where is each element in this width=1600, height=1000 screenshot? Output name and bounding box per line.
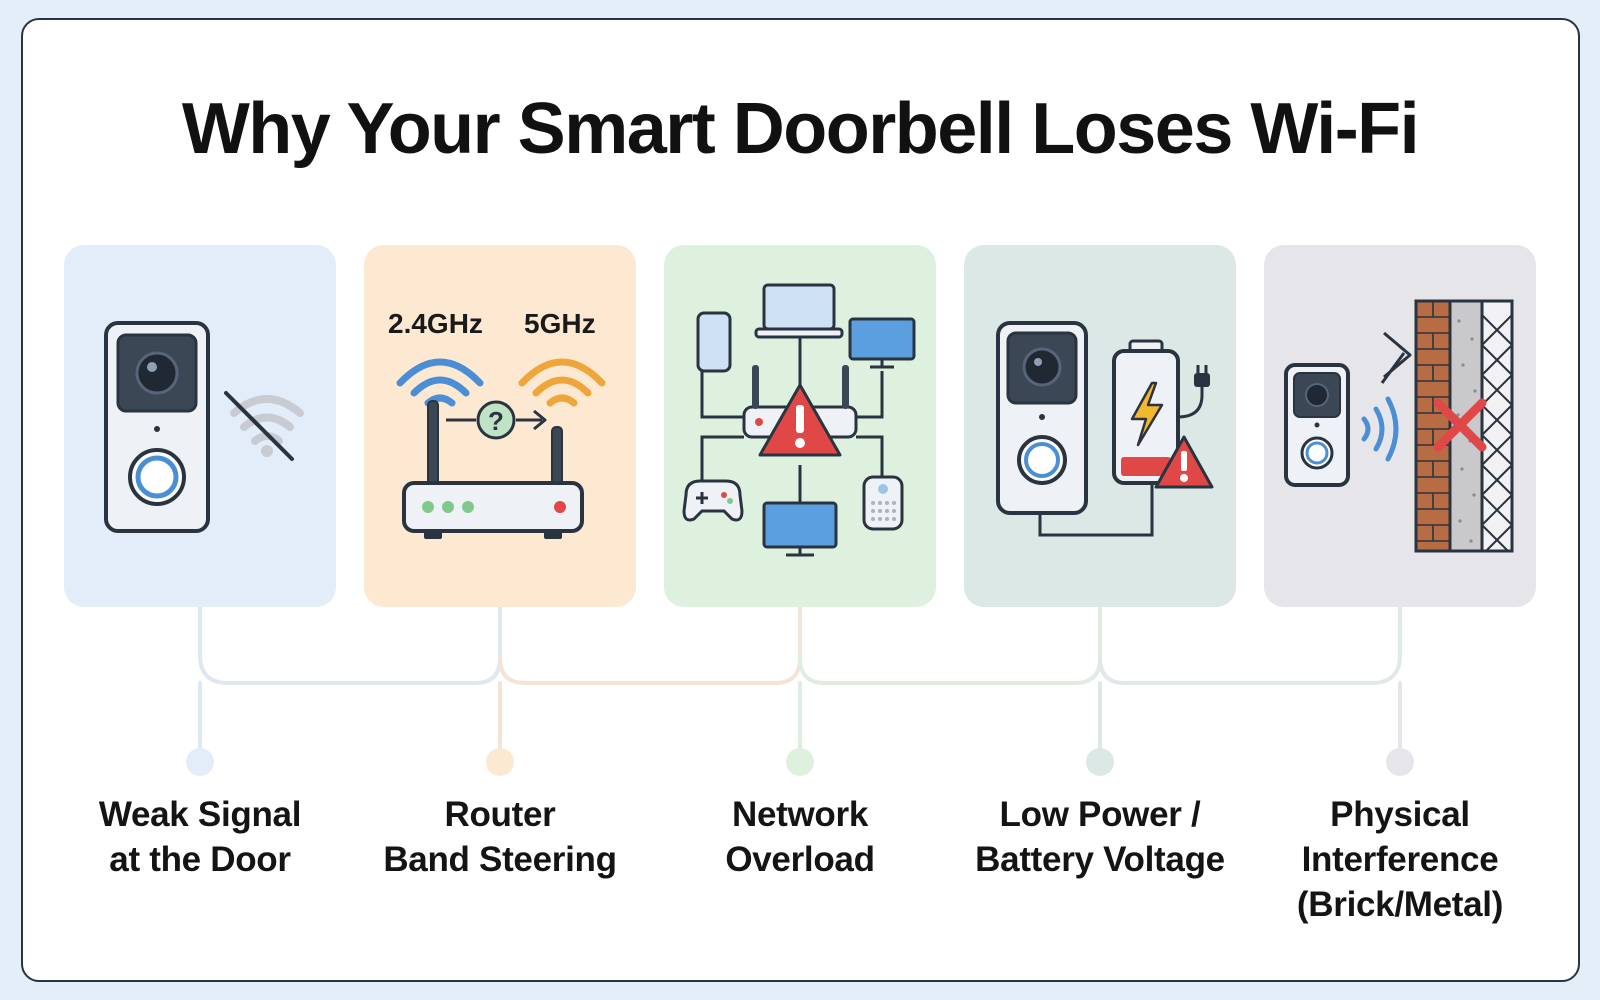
overloaded-network-icon [682,283,916,557]
node-dot-4 [1086,748,1114,776]
block-x-icon [1433,398,1487,452]
node-dot-1 [186,748,214,776]
svg-text:?: ? [488,406,504,436]
smart-speaker-icon [862,475,904,531]
label-weak-signal: Weak Signal at the Door [98,795,302,879]
node-dot-3 [786,748,814,776]
gamepad-icon [682,479,744,522]
tv-icon [762,501,838,549]
doorbell-weak-wifi-icon [104,321,304,533]
label-band-steering: Router Band Steering [383,795,617,879]
signal-waves-icon [1361,396,1399,462]
question-icon [476,400,516,440]
monitor-icon [848,317,916,361]
laptop-icon [762,283,836,331]
page-title: Why Your Smart Doorbell Loses Wi-Fi [181,89,1420,169]
panel-low-power [964,245,1236,607]
panel-band-steering: 2.4GHz 5GHz ? [364,245,636,607]
lightning-icon [1130,381,1164,447]
blocked-wall-icon [1284,299,1514,553]
panel-weak-signal [64,245,336,607]
wifi-5ghz-icon [518,358,606,407]
panel-network-overload [664,245,936,607]
doorbell-low-battery-icon [996,321,1214,537]
panel-physical-interference [1264,245,1536,607]
wifi-24ghz-icon [396,358,484,407]
plug-icon [1194,373,1210,387]
phone-icon [696,311,732,373]
node-dot-5 [1386,748,1414,776]
metal-mesh-layer [1480,299,1514,553]
deflect-arrow-icon [1383,331,1412,379]
dual-band-router-icon: 2.4GHz 5GHz ? [388,308,606,539]
band-label-24ghz: 2.4GHz [388,308,483,339]
band-label-5ghz: 5GHz [524,308,596,339]
label-low-power: Low Power / Battery Voltage [975,795,1225,879]
node-dot-2 [486,748,514,776]
label-physical-interference: Physical Interference (Brick/Metal) [1296,795,1504,924]
label-network-overload: Network Overload [725,795,875,879]
